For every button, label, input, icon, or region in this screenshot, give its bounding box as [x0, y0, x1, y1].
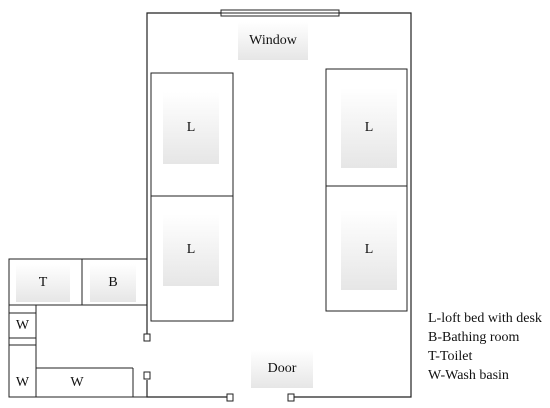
wash-basin-1-box [8, 312, 37, 339]
wash-basin-2-box [8, 344, 37, 398]
toilet-label: T [38, 275, 48, 290]
bathing-room [81, 258, 148, 306]
window-label: Window [249, 33, 297, 48]
wash-basin-label: W [15, 374, 30, 390]
wash-basin-label: W [70, 374, 84, 390]
legend-item: L-loft bed with desk [428, 311, 542, 326]
wash-basin-label: W [15, 317, 30, 333]
window-frame [220, 9, 340, 17]
loft-bed-label: L [364, 120, 374, 135]
loft-bed-label: L [364, 242, 374, 257]
legend-item: W-Wash basin [428, 368, 509, 383]
wall-post-lower [143, 371, 151, 380]
legend-item: B-Bathing room [428, 330, 520, 345]
legend-item: T-Toilet [428, 349, 473, 364]
door-label: Door [267, 361, 297, 376]
legend: L-loft bed with desk B-Bathing room T-To… [428, 309, 542, 385]
main-room-wall [146, 12, 412, 398]
wall-post-upper [143, 333, 151, 342]
door-post-right [287, 393, 295, 402]
loft-bed-label: L [186, 242, 196, 257]
loft-bed-label: L [186, 120, 196, 135]
bottom-left-wall [146, 380, 231, 398]
door-post-left [226, 393, 234, 402]
bathing-room-label: B [108, 275, 118, 290]
